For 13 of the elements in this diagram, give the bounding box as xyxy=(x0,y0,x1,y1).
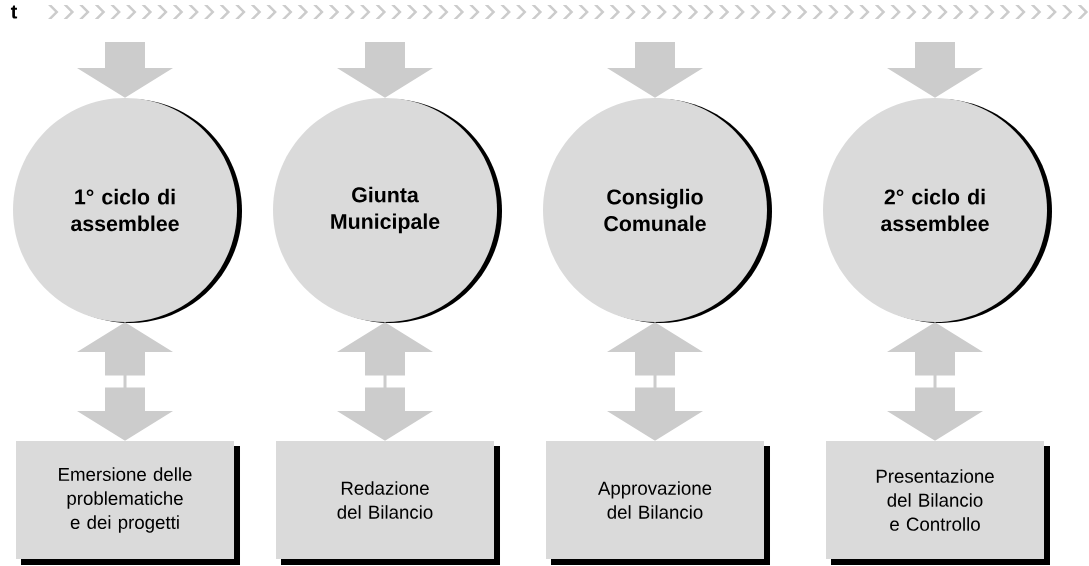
block-arrow xyxy=(887,42,983,98)
block-arrow xyxy=(887,322,983,441)
block-arrow xyxy=(607,42,703,98)
process-box: Redazione del Bilancio xyxy=(276,441,500,565)
process-box: Presentazione del Bilancio e Controllo xyxy=(826,441,1050,565)
block-arrow xyxy=(77,322,173,441)
block-arrow xyxy=(607,322,703,441)
process-box: Approvazione del Bilancio xyxy=(546,441,770,565)
block-arrow xyxy=(337,42,433,98)
process-box: Emersione delle problematiche e dei progetti xyxy=(16,441,240,565)
block-arrow xyxy=(337,322,433,441)
axis-label: t xyxy=(10,5,18,19)
block-arrow xyxy=(77,42,173,98)
